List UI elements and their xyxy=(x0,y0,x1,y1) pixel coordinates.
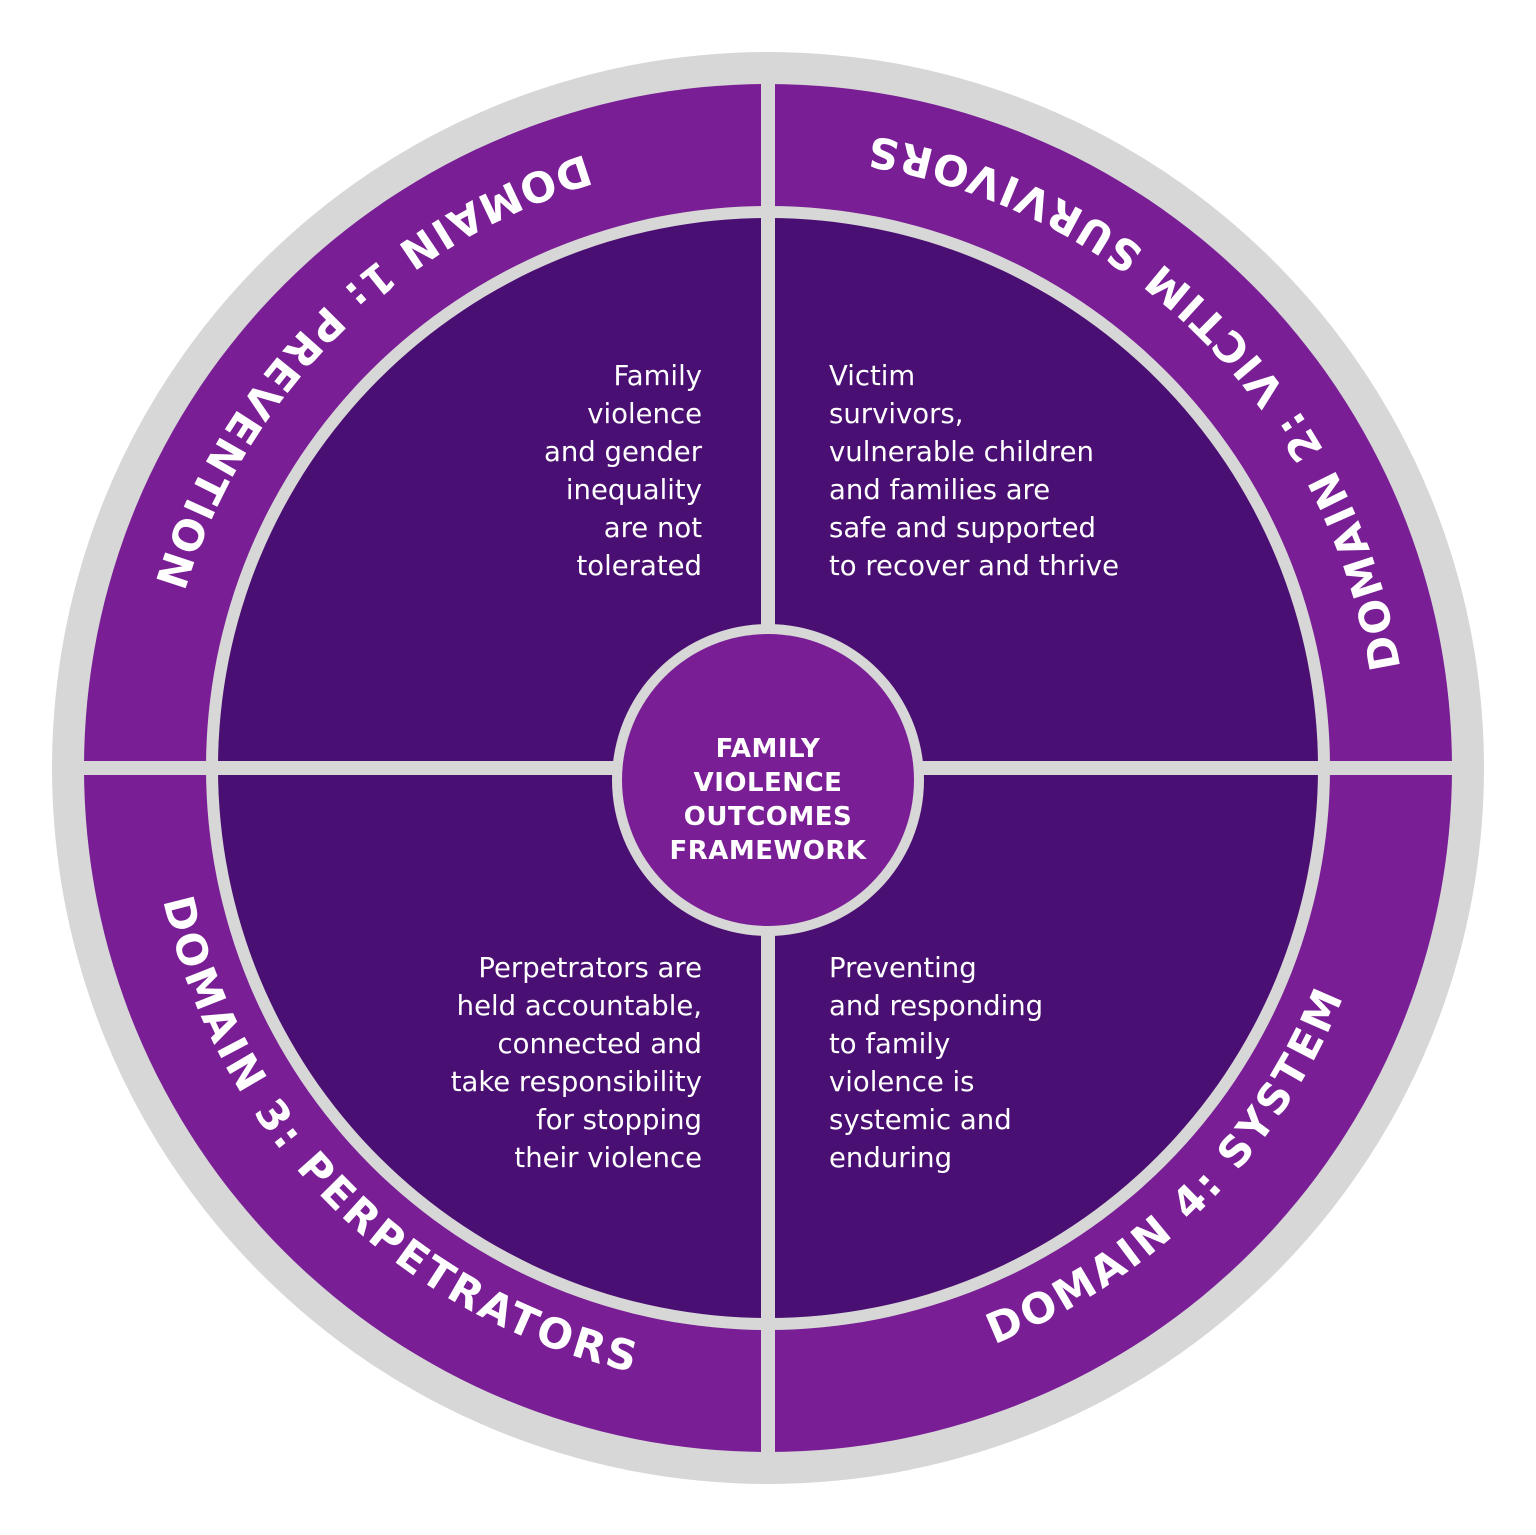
center-circle xyxy=(622,634,914,926)
framework-title: FAMILY VIOLENCE OUTCOMES FRAMEWORK xyxy=(669,734,867,866)
outcome-perpetrators-text: Perpetrators are held accountable, conne… xyxy=(450,952,702,1174)
outcome-system-text: Preventing and responding to family viol… xyxy=(829,952,1044,1174)
outcome-victim-survivors-text: Victim survivors, vulnerable children an… xyxy=(829,360,1119,582)
outcome-prevention-text: Family violence and gender inequality ar… xyxy=(544,360,702,582)
